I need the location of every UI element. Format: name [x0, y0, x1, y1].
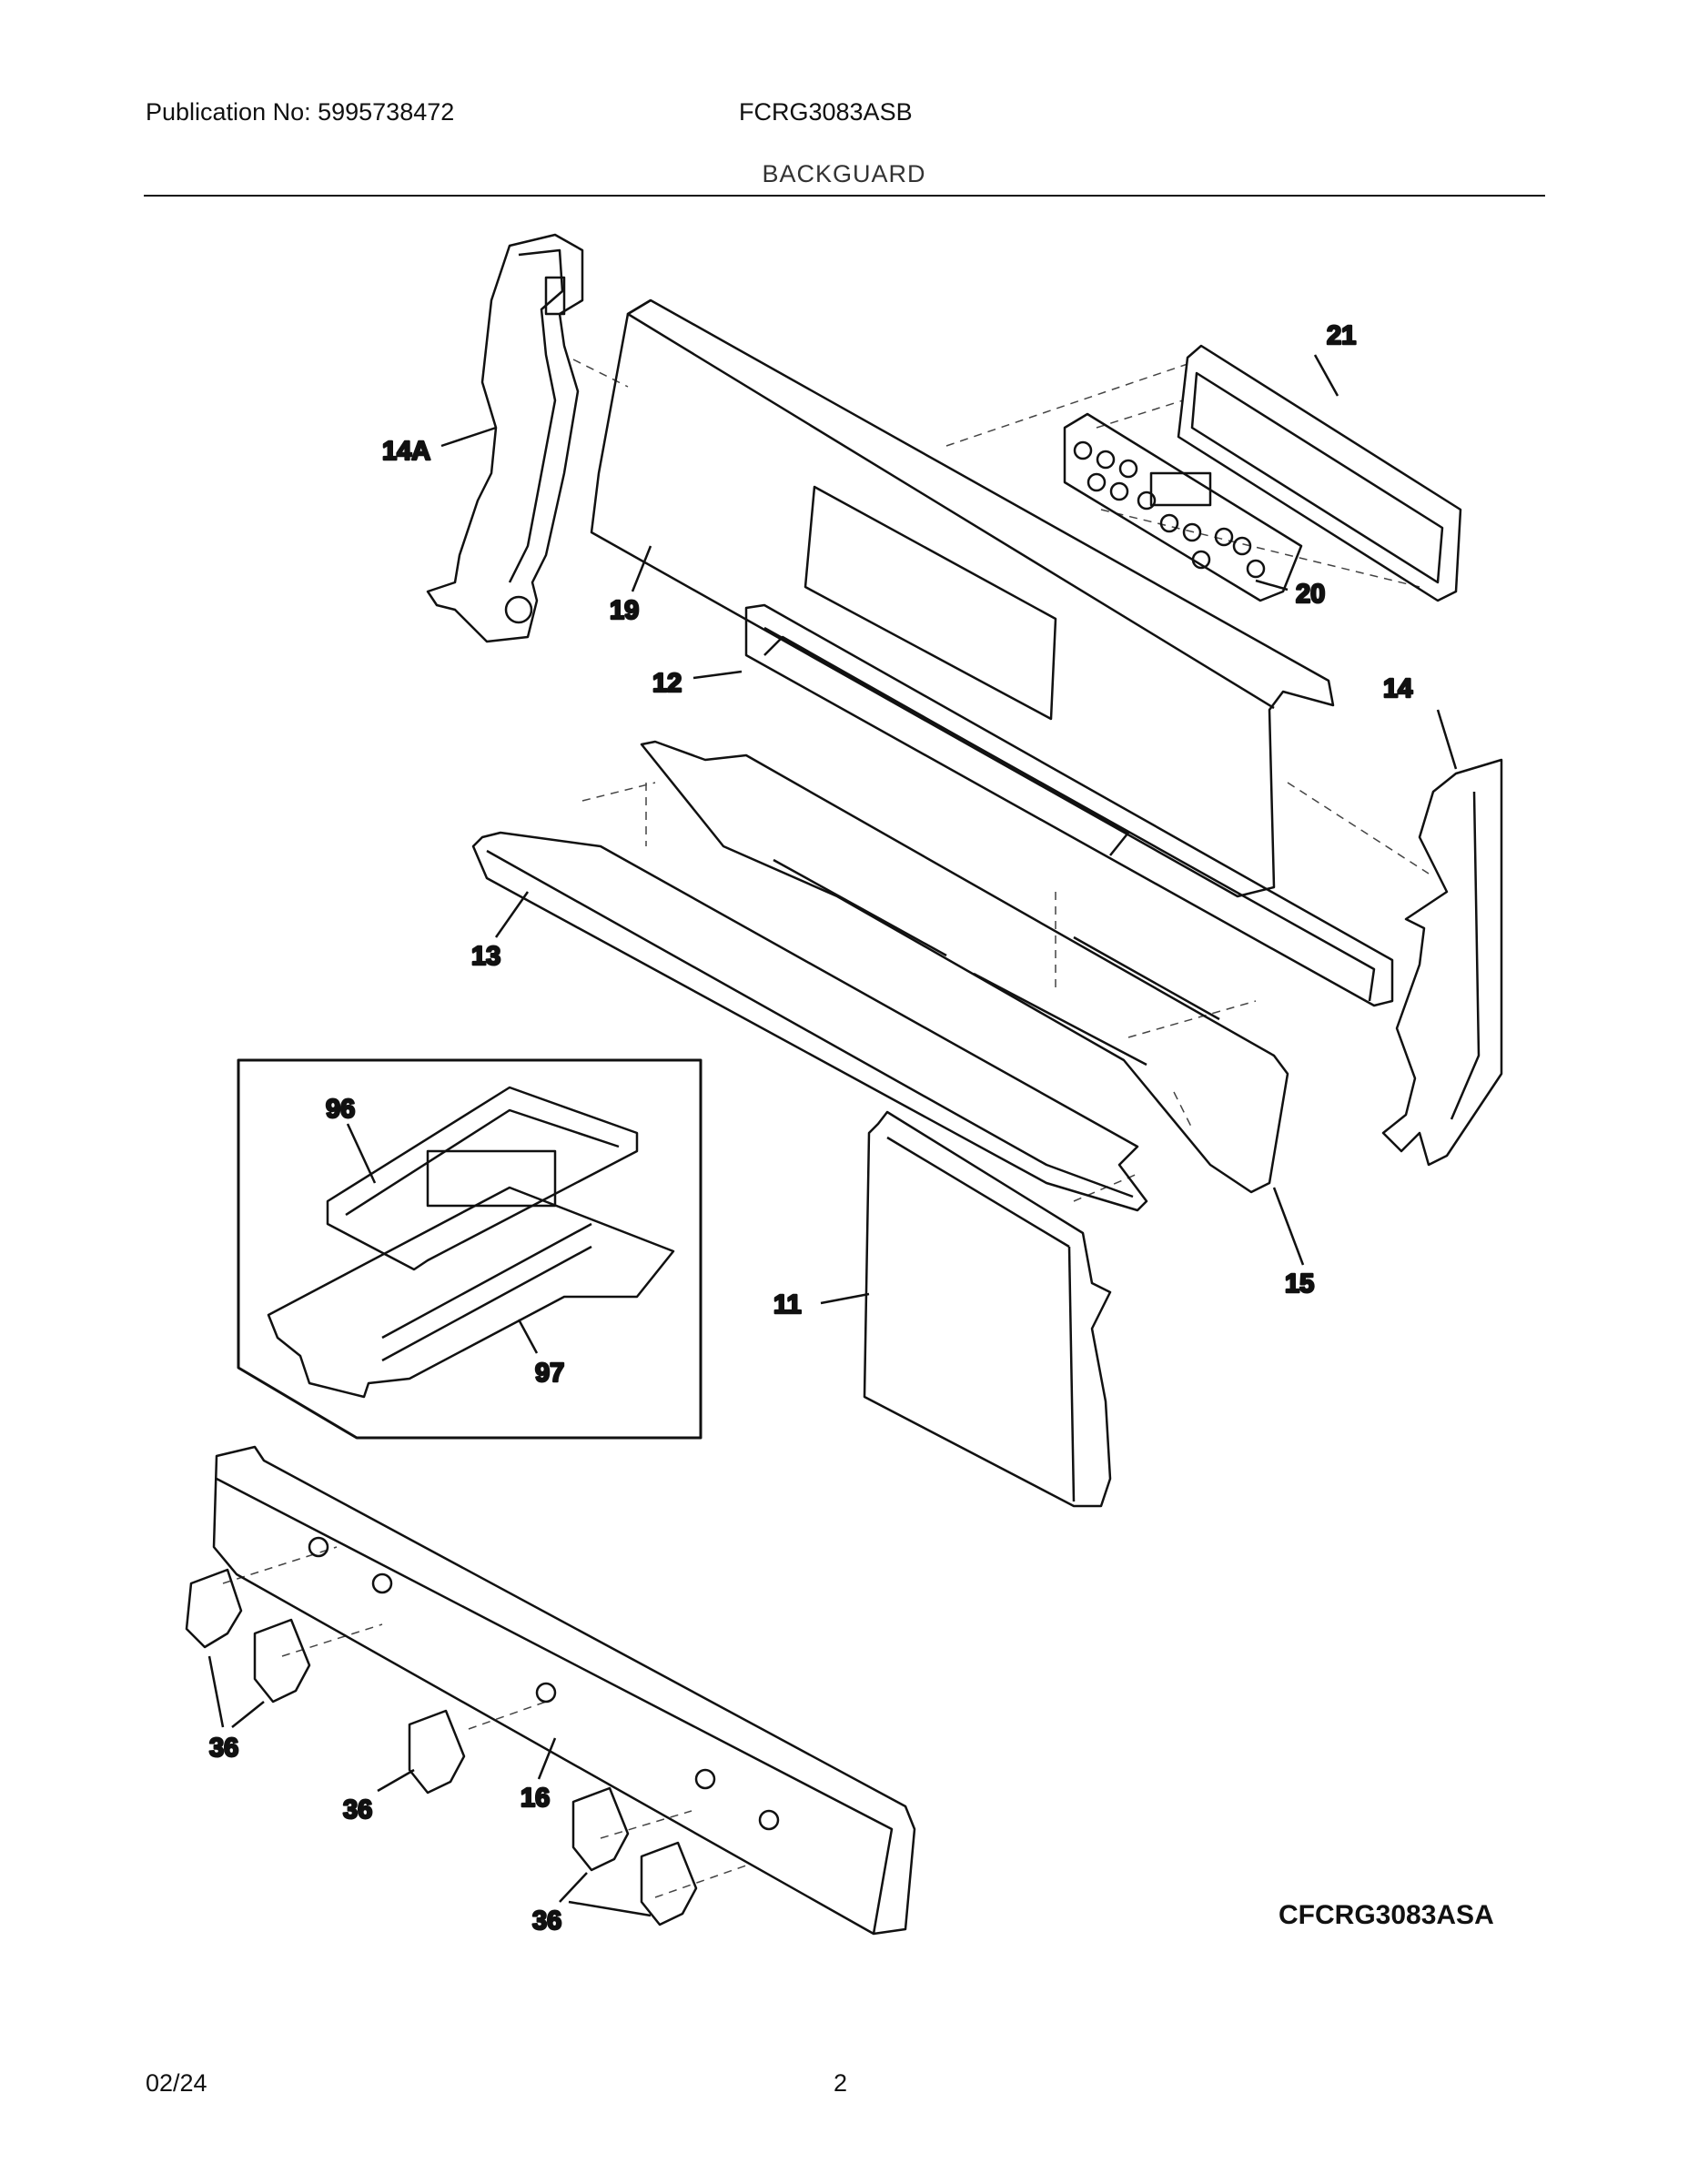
- callout-13: 13: [471, 942, 500, 971]
- alignment-lines: [222, 359, 1430, 1898]
- board-knobs: [1073, 440, 1266, 579]
- right-side-bracket-14: [1381, 758, 1503, 1167]
- callout-12: 12: [652, 669, 682, 698]
- section-title: BACKGUARD: [762, 160, 926, 187]
- callout-11: 11: [773, 1290, 802, 1320]
- control-board-20: [1063, 412, 1303, 602]
- footer-date: 02/24: [146, 2069, 207, 2097]
- callout-96: 96: [326, 1095, 355, 1124]
- callout-36b: 36: [343, 1795, 372, 1825]
- control-panel-19: [590, 298, 1335, 898]
- leader-lines: [207, 354, 1458, 1917]
- diagram-code: CFCRG3083ASA: [1279, 1900, 1494, 1930]
- callout-16: 16: [521, 1784, 550, 1813]
- rear-cover-11: [863, 1110, 1112, 1508]
- manifold-panel-16: [212, 1445, 916, 1936]
- left-side-bracket-14A: [426, 233, 584, 643]
- header-divider: [144, 195, 1545, 197]
- callout-15: 15: [1285, 1269, 1314, 1299]
- vent-duct-12: [744, 603, 1394, 1007]
- callout-14A: 14A: [382, 437, 430, 466]
- callout-36c: 36: [532, 1906, 561, 1936]
- model-number: FCRG3083ASB: [739, 98, 913, 126]
- callout-97: 97: [535, 1359, 564, 1388]
- support-frame-15: [640, 740, 1289, 1194]
- callout-36a: 36: [209, 1734, 238, 1763]
- callout-14: 14: [1383, 674, 1412, 703]
- callout-20: 20: [1296, 580, 1325, 609]
- callout-21: 21: [1327, 321, 1356, 350]
- callout-19: 19: [610, 596, 639, 625]
- knob-36: [185, 1568, 698, 1926]
- mounting-bracket-97: [267, 1186, 675, 1399]
- inset-detail-box: [237, 1058, 702, 1440]
- page-number: 2: [834, 2069, 848, 2097]
- trim-frame-21: [1177, 344, 1462, 602]
- front-trim-13: [471, 831, 1148, 1212]
- knob-holes: [308, 1536, 780, 1831]
- electronic-control-96: [326, 1086, 639, 1271]
- publication-number: Publication No: 5995738472: [146, 98, 455, 126]
